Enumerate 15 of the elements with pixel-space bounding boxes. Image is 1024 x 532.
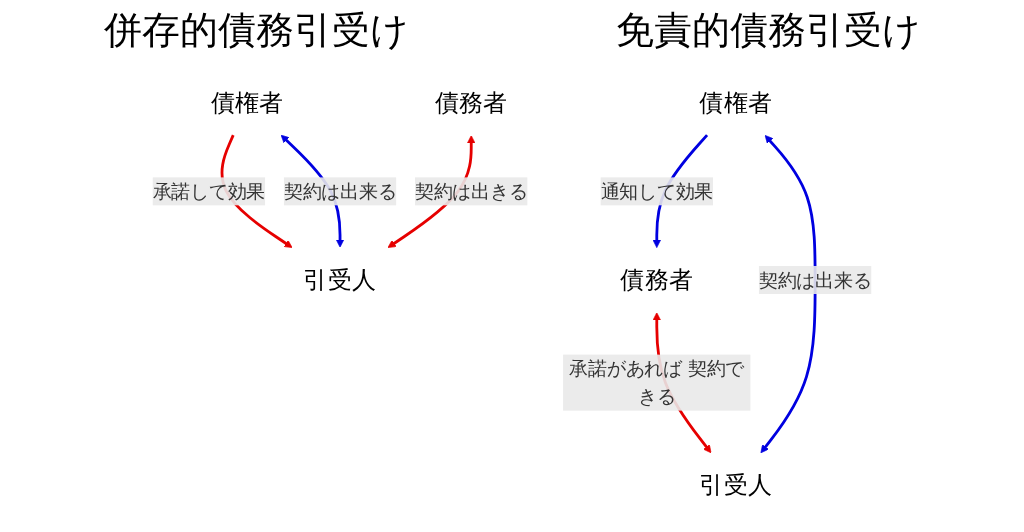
node-text: 引受人 bbox=[699, 470, 773, 499]
heading: 免責的債務引受け bbox=[615, 6, 921, 54]
edge-label: 承諾して効果 bbox=[152, 180, 266, 203]
edge-label: 契約は出きる bbox=[415, 180, 528, 203]
node-text: 債権者 bbox=[210, 88, 284, 117]
node-text: 引受人 bbox=[303, 265, 377, 294]
edge-label: 契約は出来る bbox=[283, 180, 397, 203]
node-text: 債務者 bbox=[434, 88, 508, 117]
node-text: 債務者 bbox=[620, 265, 694, 294]
edge-label: 契約は出来る bbox=[758, 268, 872, 292]
edge-label: 通知して効果 bbox=[600, 180, 714, 203]
edge-label: 承諾があれば 契約できる bbox=[569, 357, 745, 408]
arrow bbox=[760, 135, 817, 454]
node-text: 債権者 bbox=[699, 88, 773, 117]
heading: 併存的債務引受け bbox=[103, 6, 409, 54]
